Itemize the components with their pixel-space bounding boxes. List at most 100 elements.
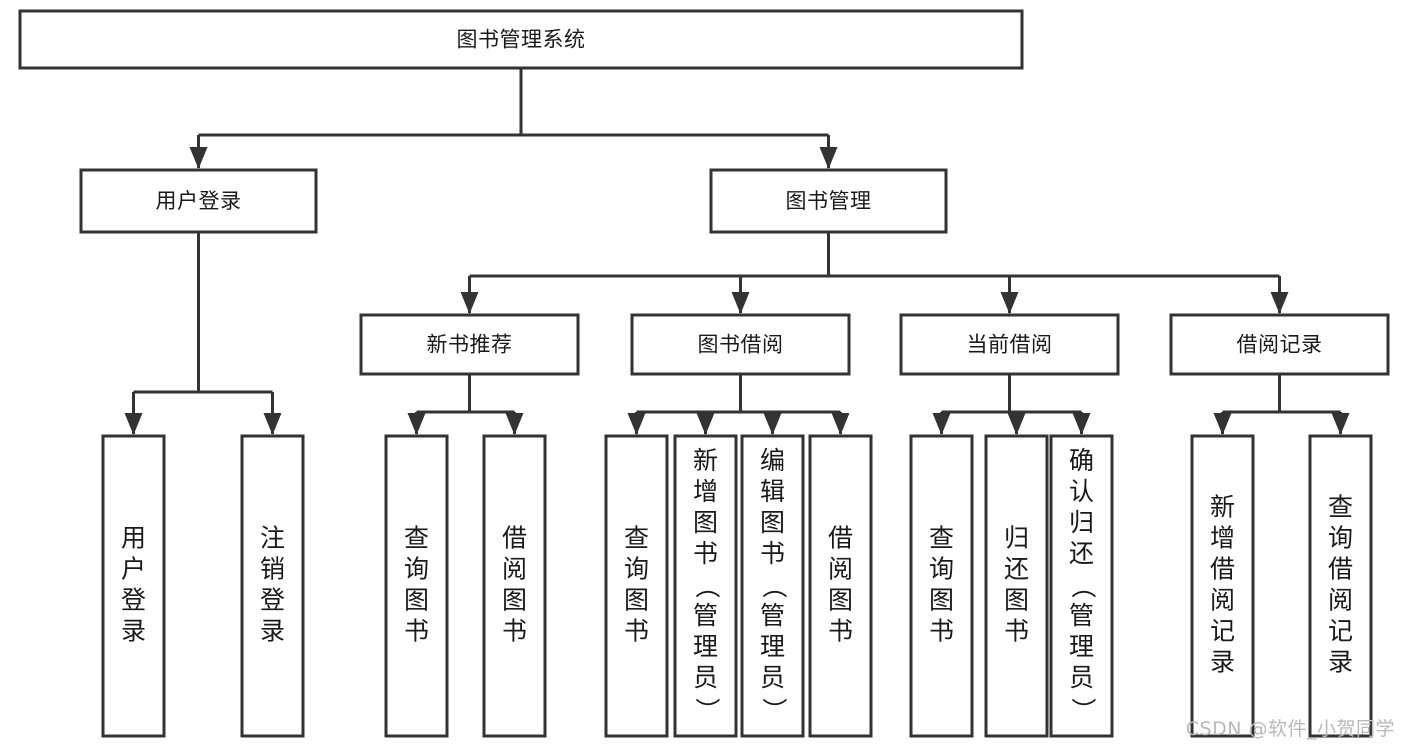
- svg-text:新: 新: [693, 446, 718, 475]
- svg-text:管: 管: [760, 601, 785, 630]
- svg-text:记: 记: [1210, 617, 1235, 646]
- svg-text:增: 增: [693, 477, 718, 506]
- node-box-leaf-query-book-borrow: [604, 434, 669, 738]
- node-book-manage[interactable]: 图书管理: [709, 168, 948, 234]
- arrow-to-leaf-user-logout: [263, 413, 282, 435]
- arrow-to-borrow-record: [1270, 292, 1289, 314]
- svg-text:阅: 阅: [502, 555, 527, 584]
- svg-text:查: 查: [404, 524, 429, 553]
- svg-text:登: 登: [121, 586, 146, 615]
- svg-text:（: （: [1069, 573, 1098, 598]
- svg-text:注: 注: [260, 524, 285, 553]
- svg-text:阅: 阅: [828, 555, 853, 584]
- svg-text:图: 图: [760, 508, 785, 537]
- svg-text:理: 理: [693, 632, 718, 661]
- svg-text:（: （: [693, 573, 722, 598]
- node-box-new-book-rec: [359, 313, 580, 376]
- svg-text:理: 理: [760, 632, 785, 661]
- svg-text:书: 书: [1004, 617, 1029, 646]
- node-box-book-manage: [709, 168, 948, 234]
- node-borrow-record[interactable]: 借阅记录: [1169, 313, 1390, 376]
- svg-text:归: 归: [1069, 508, 1094, 537]
- node-label-undefined: 图书管理系统: [457, 28, 586, 52]
- svg-text:认: 认: [1069, 477, 1094, 506]
- arrow-to-leaf-return-book: [1007, 413, 1026, 435]
- node-label-current-borrow: 当前借阅: [967, 333, 1053, 357]
- node-box-leaf-edit-book: [740, 434, 805, 738]
- arrow-to-leaf-add-record: [1213, 413, 1232, 435]
- svg-text:图: 图: [693, 508, 718, 537]
- connector-layer: [124, 68, 1350, 435]
- svg-text:询: 询: [1328, 524, 1353, 553]
- svg-text:阅: 阅: [1210, 586, 1235, 615]
- svg-text:新: 新: [1210, 493, 1235, 522]
- arrow-to-leaf-query-book-rec: [407, 413, 426, 435]
- svg-text:书: 书: [624, 617, 649, 646]
- svg-text:阅: 阅: [1328, 586, 1353, 615]
- node-current-borrow[interactable]: 当前借阅: [899, 313, 1120, 376]
- node-box-borrow-record: [1169, 313, 1390, 376]
- svg-text:）: ）: [693, 697, 722, 722]
- arrow-to-current-borrow: [1000, 292, 1019, 314]
- node-label-leaf-user-login: 用户登录: [121, 524, 146, 646]
- node-book-borrow[interactable]: 图书借阅: [630, 313, 851, 376]
- svg-text:编: 编: [760, 446, 785, 475]
- svg-text:书: 书: [929, 617, 954, 646]
- arrow-root-to-user-login: [189, 147, 208, 169]
- node-new-book-rec[interactable]: 新书推荐: [359, 313, 580, 376]
- arrow-to-leaf-query-book-borrow: [627, 413, 646, 435]
- node-user-login[interactable]: 用户登录: [79, 168, 318, 234]
- node-box-leaf-user-login: [101, 434, 166, 738]
- svg-text:借: 借: [1210, 555, 1235, 584]
- arrow-to-leaf-user-login: [124, 413, 143, 435]
- svg-text:图: 图: [624, 586, 649, 615]
- svg-text:询: 询: [929, 555, 954, 584]
- arrow-to-leaf-borrow-book: [831, 413, 850, 435]
- node-box-leaf-borrow-book-rec: [482, 434, 547, 738]
- svg-text:销: 销: [260, 555, 285, 584]
- svg-text:登: 登: [260, 586, 285, 615]
- node-box-leaf-add-record: [1190, 434, 1255, 738]
- svg-text:管: 管: [1069, 601, 1094, 630]
- arrow-to-new-book-rec: [460, 292, 479, 314]
- node-layer: 图书管理系统用户登录图书管理新书推荐图书借阅当前借阅借阅记录用户登录注销登录查询…: [18, 9, 1390, 738]
- node-leaf-user-login[interactable]: 用户登录: [101, 434, 166, 738]
- svg-text:查: 查: [929, 524, 954, 553]
- svg-text:询: 询: [404, 555, 429, 584]
- svg-text:借: 借: [828, 524, 853, 553]
- svg-text:员: 员: [693, 663, 718, 692]
- arrow-to-leaf-add-book: [696, 413, 715, 435]
- svg-text:还: 还: [1004, 555, 1029, 584]
- svg-text:）: ）: [1069, 697, 1098, 722]
- svg-text:辑: 辑: [760, 477, 785, 506]
- node-box-current-borrow: [899, 313, 1120, 376]
- svg-text:图: 图: [502, 586, 527, 615]
- svg-text:询: 询: [624, 555, 649, 584]
- arrow-to-leaf-confirm-return: [1072, 413, 1091, 435]
- svg-text:增: 增: [1210, 524, 1235, 553]
- node-label-borrow-record: 借阅记录: [1237, 333, 1323, 357]
- node-undefined[interactable]: 图书管理系统: [18, 9, 1024, 70]
- svg-text:用: 用: [121, 524, 146, 553]
